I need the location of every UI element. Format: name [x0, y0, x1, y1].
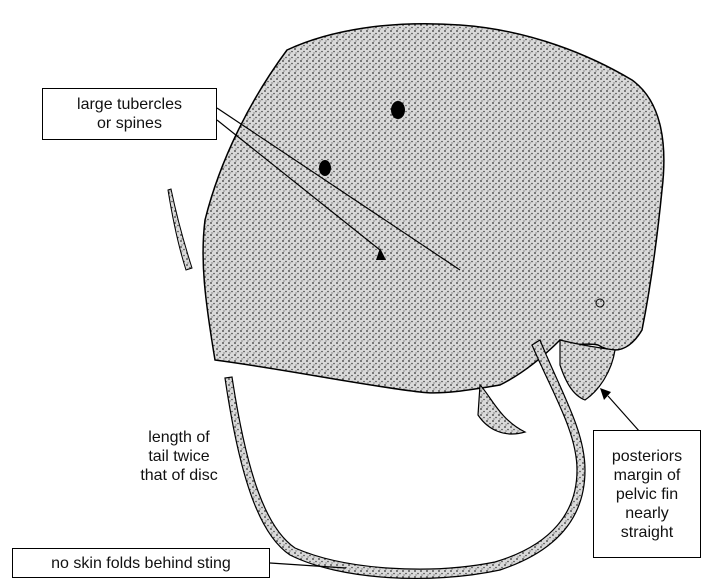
ray-disc — [203, 24, 664, 393]
tail-length-label-line-1: length of — [120, 428, 238, 447]
tubercles-label: large tubercles or spines — [42, 88, 217, 140]
tail-length-label-line-3: that of disc — [120, 466, 238, 485]
pelvic-fin-label: posteriors margin of pelvic fin nearly s… — [593, 430, 701, 558]
tail-length-label: length of tail twice that of disc — [120, 428, 238, 485]
pelvic-fin-label-line-2: margin of — [614, 466, 681, 485]
sting-label-text: no skin folds behind sting — [51, 554, 231, 573]
tail-length-label-line-2: tail twice — [120, 447, 238, 466]
tail-tip-upper — [168, 189, 192, 270]
pelvic-fin-label-line-4: nearly — [625, 504, 669, 523]
sting-label: no skin folds behind sting — [12, 548, 270, 578]
tubercles-label-line-1: large tubercles — [77, 95, 182, 114]
pelvic-fin-label-line-5: straight — [621, 523, 673, 542]
pelvic-fin-label-line-3: pelvic fin — [616, 485, 678, 504]
pelvic-fin-left — [478, 385, 525, 434]
tubercles-label-line-2: or spines — [97, 114, 162, 133]
pelvic-fin-label-line-1: posteriors — [612, 447, 682, 466]
